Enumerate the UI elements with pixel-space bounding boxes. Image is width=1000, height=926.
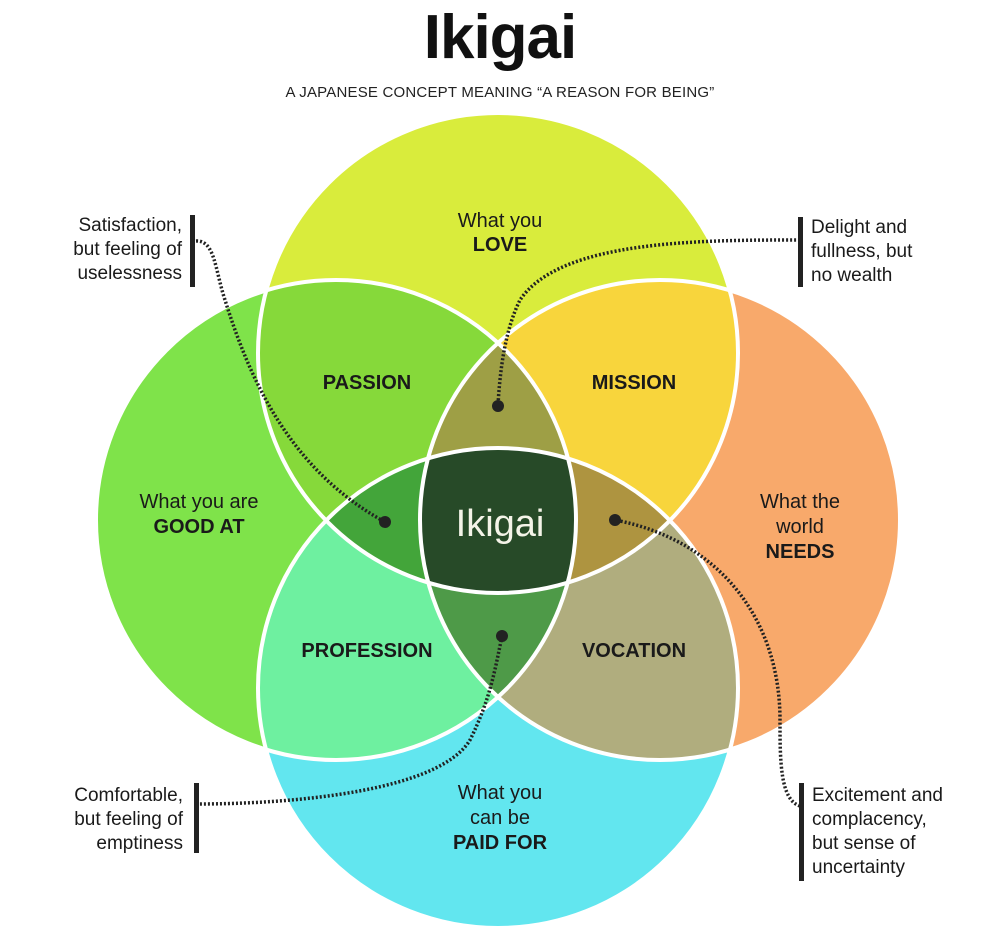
annotation-bottom-right: Excitement and complacency, but sense of… bbox=[812, 784, 997, 880]
mission-label: MISSION bbox=[592, 372, 676, 394]
paid-label-line1: What you bbox=[458, 782, 542, 804]
page-subtitle: A JAPANESE CONCEPT MEANING “A REASON FOR… bbox=[285, 84, 715, 101]
passion-label: PASSION bbox=[323, 372, 412, 394]
annotation-line: complacency, bbox=[812, 809, 927, 830]
annotation-line: emptiness bbox=[96, 833, 183, 854]
region-love-good-needs bbox=[420, 280, 576, 593]
annotation-line: but feeling of bbox=[74, 809, 183, 830]
annotation-line: fullness, but bbox=[811, 241, 913, 262]
annotation-line: no wealth bbox=[811, 265, 893, 286]
leader-lines bbox=[195, 238, 801, 808]
leader-dot-right bbox=[609, 514, 621, 526]
annotation-top-left: Satisfaction, but feeling of uselessness bbox=[20, 214, 182, 286]
annotation-bar-top-right bbox=[798, 217, 803, 287]
annotation-bar-bottom-left bbox=[194, 783, 199, 853]
annotation-line: Delight and bbox=[811, 217, 908, 238]
leader-line-bottom-left bbox=[195, 635, 504, 806]
center-ikigai-label: Ikigai bbox=[456, 503, 545, 545]
good-at-label-line2: GOOD AT bbox=[153, 516, 244, 538]
profession-label: PROFESSION bbox=[301, 640, 432, 662]
page-title: Ikigai bbox=[423, 3, 578, 72]
leader-dot-top bbox=[492, 400, 504, 412]
leader-dots bbox=[379, 400, 621, 642]
needs-label-line1: What the bbox=[760, 491, 840, 513]
love-label-line2: LOVE bbox=[473, 234, 527, 256]
annotation-bar-bottom-right bbox=[799, 783, 804, 881]
good-at-label-line1: What you are bbox=[140, 491, 259, 513]
paid-label-line3: PAID FOR bbox=[453, 832, 548, 854]
annotation-line: Comfortable, bbox=[74, 785, 183, 806]
love-label-line1: What you bbox=[458, 210, 542, 232]
region-love-paid-good bbox=[258, 448, 576, 593]
vocation-label: VOCATION bbox=[582, 640, 686, 662]
circle-outlines bbox=[94, 111, 902, 926]
region-paid-good-needs bbox=[420, 448, 576, 760]
needs-label-line3: NEEDS bbox=[766, 541, 835, 563]
needs-label-line2: world bbox=[775, 516, 824, 538]
leader-line-top-right bbox=[496, 238, 801, 406]
annotation-line: Excitement and bbox=[812, 785, 943, 806]
annotation-bar-top-left bbox=[190, 215, 195, 287]
annotation-line: but feeling of bbox=[73, 239, 182, 260]
annotation-bottom-left: Comfortable, but feeling of emptiness bbox=[20, 784, 183, 856]
annotation-line: but sense of bbox=[812, 833, 916, 854]
annotation-line: uncertainty bbox=[812, 857, 905, 878]
annotation-top-right: Delight and fullness, but no wealth bbox=[811, 216, 991, 288]
leader-line-bottom-right bbox=[614, 518, 801, 808]
annotation-line: Satisfaction, bbox=[78, 215, 183, 236]
leader-line-top-left bbox=[195, 239, 386, 524]
region-love-paid-needs bbox=[420, 448, 738, 593]
paid-label-line2: can be bbox=[470, 807, 530, 829]
leader-dot-left bbox=[379, 516, 391, 528]
annotation-line: uselessness bbox=[77, 263, 182, 284]
leader-dot-bottom bbox=[496, 630, 508, 642]
